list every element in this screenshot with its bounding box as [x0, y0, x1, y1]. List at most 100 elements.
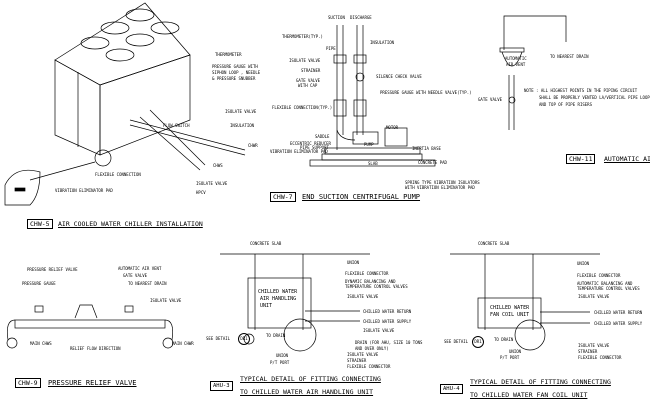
detail-code-chw9: CHW-9 — [15, 378, 41, 388]
label-flow-switch: FLOW SWITCH — [163, 123, 190, 128]
label-drain-2: AND OVER ONLY) — [355, 346, 389, 351]
label-pressure-gauge: PRESSURE GAUGE — [22, 281, 56, 286]
detail-title-chw7: END SUCTION CENTRIFUGAL PUMP — [302, 193, 421, 201]
unit-label-2: AIR HANDLING — [260, 296, 297, 302]
label-strainer: STRAINER — [347, 358, 367, 363]
label-relief-flow-direction: RELIEF FLOW DIRECTION — [70, 346, 121, 351]
note-line-3: AND TOP OF PIPE RISERS — [539, 102, 592, 107]
detail-title-ahu4-line2: TO CHILLED WATER FAN COIL UNIT — [470, 391, 588, 399]
label-strainer: STRAINER — [301, 68, 321, 73]
label-spring-isolators-2: WITH VIBRATION ELIMINATOR PAD — [405, 185, 475, 190]
label-union: UNION — [577, 261, 590, 266]
label-drain: DRAIN (FOR AHU, SIZE 10 TONS — [355, 340, 423, 345]
chiller-unit — [4, 2, 246, 206]
label-gate-valve-2: WITH CAP — [298, 83, 318, 88]
detail-code-ahu4: AHU-4 — [440, 384, 463, 394]
label-union-2: UNION — [276, 353, 289, 358]
label-vibration-pad: VIBRATION ELIMINATOR PAD — [55, 188, 113, 193]
label-isolate-valve-2: ISOLATE VALVE — [196, 181, 228, 186]
label-inertia-base: INERTIA BASE — [412, 146, 441, 151]
label-saddle: SADDLE — [315, 134, 330, 139]
label-silence-check-valve: SILENCE CHECK VALVE — [376, 74, 422, 79]
label-chilled-water-supply: CHILLED WATER SUPPLY — [594, 321, 643, 326]
detail-title-ahu3-line2: TO CHILLED WATER AIR HANDLING UNIT — [240, 388, 374, 396]
label-vibration-pad: VIBRATION ELIMINATOR PAD — [270, 149, 328, 154]
label-pressure-gauge: PRESSURE GAUGE WITH — [212, 64, 258, 69]
label-pressure-gauge-3: & PRESSURE SNUBBER — [212, 76, 256, 81]
label-flexible-connector: FLEXIBLE CONNECTOR — [577, 273, 621, 278]
label-main-chws: MAIN CHWS — [30, 341, 52, 346]
label-to-nearest-drain: TO NEAREST DRAIN — [128, 281, 167, 286]
label-flexible-connection: FLEXIBLE CONNECTION — [95, 172, 141, 177]
label-concrete-slab: CONCRETE SLAB — [478, 241, 510, 246]
unit-label-3: UNIT — [260, 303, 273, 309]
label-chilled-water-return: CHILLED WATER RETURN — [594, 310, 643, 315]
label-isolate-valve-3: ISOLATE VALVE — [347, 352, 379, 357]
label-flexible-connector-2: FLEXIBLE CONNECTOR — [347, 364, 391, 369]
detail-title-chw11: AUTOMATIC AIR VENT — [604, 155, 650, 163]
label-concrete-pad: CONCRETE PAD — [418, 160, 447, 165]
label-pipe-support: PIPE SUPPORT — [300, 145, 329, 150]
label-isolate-valve-2: ISOLATE VALVE — [578, 343, 610, 348]
label-motor: MOTOR — [386, 125, 399, 130]
label-to-drain: TO DRAIN — [494, 337, 514, 342]
relief-valve-assembly — [6, 304, 174, 349]
detail-code-chw11: CHW-11 — [566, 154, 596, 164]
label-isolate-valve-2: ISOLATE VALVE — [363, 328, 395, 333]
label-to-drain: TO DRAIN — [266, 333, 286, 338]
detail-title-ahu3-line1: TYPICAL DETAIL OF FITTING CONNECTING — [240, 375, 381, 383]
label-chwr: CHWR — [248, 143, 258, 148]
label-gate-valve: GATE VALVE — [123, 273, 148, 278]
label-isolate-valve: ISOLATE VALVE — [578, 294, 610, 299]
label-to-nearest-drain: TO NEAREST DRAIN — [550, 54, 589, 59]
label-main-chwr: MAIN CHWR — [172, 341, 194, 346]
label-pt-port: P/T PORT — [270, 360, 290, 365]
label-thermometer-typ: THERMOMETER(TYP.) — [282, 34, 323, 39]
label-see-detail: SEE DETAIL — [444, 339, 469, 344]
label-isolate-valve: ISOLATE VALVE — [289, 58, 321, 63]
label-insulation: INSULATION — [370, 40, 395, 45]
label-insulation: INSULATION — [230, 123, 255, 128]
label-strainer: STRAINER — [578, 349, 598, 354]
label-flexible-connection: FLEXIBLE CONNECTION(TYP.) — [272, 105, 333, 110]
label-dynamic-balancing: DYNAMIC BALANCING AND — [345, 279, 396, 284]
label-auto-balancing-2: TEMPERATURE CONTROL VALVES — [577, 286, 640, 291]
unit-label-2: FAN COIL UNIT — [490, 312, 530, 318]
label-air-vent: AIR VENT — [506, 62, 526, 67]
label-automatic-air-vent: AUTOMATIC AIR VENT — [118, 266, 162, 271]
label-union-2: UNION — [509, 349, 522, 354]
unit-label-1: CHILLED WATER — [490, 305, 530, 311]
detail-code-chw7: CHW-7 — [270, 192, 296, 202]
label-flexible-connector-2: FLEXIBLE CONNECTOR — [578, 355, 622, 360]
label-pressure-relief-valve: PRESSURE RELIEF VALVE — [27, 267, 78, 272]
detail-title-chw9: PRESSURE RELIEF VALVE — [48, 379, 137, 387]
label-eccentric-reducer: ECCENTRIC REDUCER — [290, 141, 331, 146]
label-auto-balancing: AUTOMATIC BALANCING AND — [577, 281, 633, 286]
unit-label-1: CHILLED WATER — [258, 289, 298, 295]
label-pt-port: P/T PORT — [500, 355, 520, 360]
label-isolate-valve: ISOLATE VALVE — [347, 294, 379, 299]
detail-title-chw5: AIR COOLED WATER CHILLER INSTALLATION — [58, 220, 203, 228]
label-isolate-valve: ISOLATE VALVE — [150, 298, 182, 303]
label-flexible-connector: FLEXIBLE CONNECTOR — [345, 271, 389, 276]
air-vent-assembly — [499, 15, 567, 130]
ahu-assembly — [220, 253, 370, 352]
label-pipe: PIPE — [326, 46, 336, 51]
detail-reference-dr1[interactable]: DR1 — [472, 336, 484, 348]
label-concrete-slab: CONCRETE SLAB — [250, 241, 282, 246]
fcu-assembly — [450, 253, 600, 351]
label-pump: PUMP — [364, 142, 374, 147]
label-see-detail: SEE DETAIL — [206, 336, 231, 341]
label-thermometer: THERMOMETER — [215, 52, 242, 57]
label-chilled-water-return: CHILLED WATER RETURN — [363, 309, 412, 314]
label-union: UNION — [347, 260, 360, 265]
detail-title-ahu4-line1: TYPICAL DETAIL OF FITTING CONNECTING — [470, 378, 611, 386]
label-dynamic-balancing-2: TEMPERATURE CONTROL VALVES — [345, 284, 408, 289]
label-automatic: AUTOMATIC — [505, 56, 527, 61]
label-slab: SLAB — [368, 161, 378, 166]
label-chws: CHWS — [213, 163, 223, 168]
detail-reference-dr1[interactable]: DR1 — [238, 333, 250, 345]
label-pressure-gauge: PRESSURE GAUGE WITH NEEDLE VALVE(TYP.) — [380, 90, 472, 95]
label-discharge: DISCHARGE — [350, 15, 372, 20]
